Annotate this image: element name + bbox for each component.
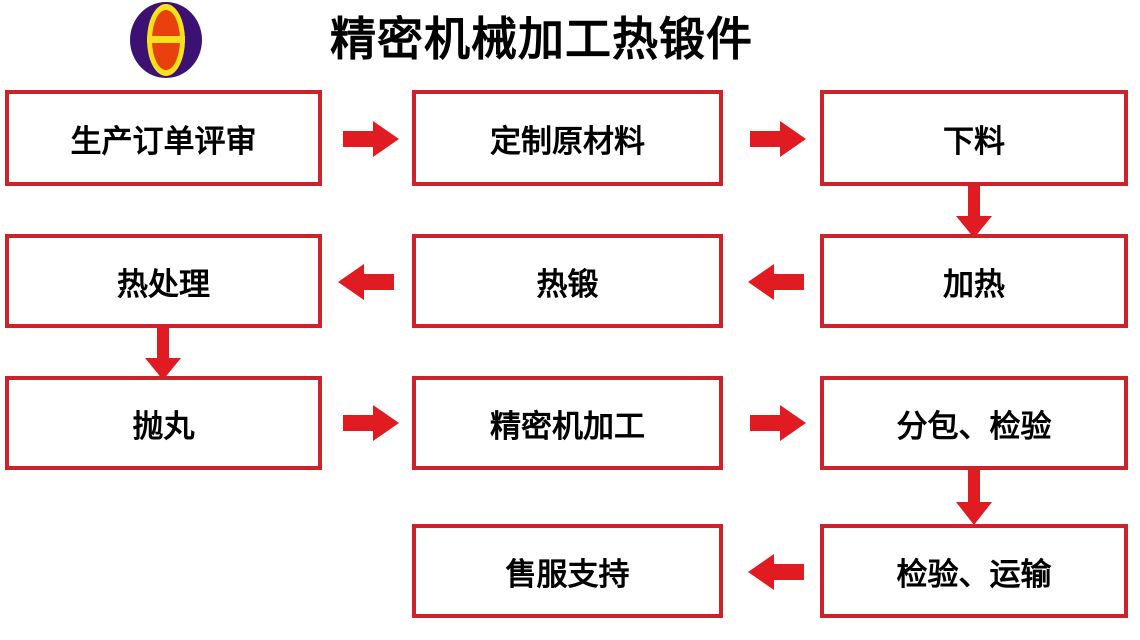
flow-node-shot-blasting[interactable]: 抛丸	[5, 376, 322, 470]
flow-node-heat-treatment[interactable]: 热处理	[5, 234, 322, 328]
theta-oval-logo-icon	[130, 2, 202, 78]
flow-node-heating[interactable]: 加热	[820, 234, 1128, 328]
arrow-down-subpackaging-to-transport	[955, 470, 993, 525]
flow-node-inspection-transport[interactable]: 检验、运输	[820, 524, 1128, 618]
arrow-down-heat-treatment-to-shot-blasting	[144, 328, 182, 380]
flow-node-after-sales-support[interactable]: 售服支持	[412, 524, 723, 618]
flow-node-subpackaging-inspection[interactable]: 分包、检验	[820, 376, 1128, 470]
arrow-right-machining-to-subpackaging	[750, 403, 806, 443]
arrow-right-order-to-material	[343, 119, 399, 159]
flow-node-cutting[interactable]: 下料	[820, 90, 1128, 186]
arrow-right-shot-blasting-to-machining	[343, 403, 399, 443]
flow-node-custom-raw-material[interactable]: 定制原材料	[412, 90, 723, 186]
flow-node-precision-machining[interactable]: 精密机加工	[412, 376, 723, 470]
arrow-left-forging-to-heat-treatment	[338, 262, 394, 302]
flow-node-hot-forging[interactable]: 热锻	[412, 234, 723, 328]
arrow-left-heating-to-forging	[748, 262, 804, 302]
flow-node-production-order-review[interactable]: 生产订单评审	[5, 90, 322, 186]
arrow-down-cutting-to-heating	[955, 186, 993, 238]
arrow-left-transport-to-after-sales	[748, 552, 804, 592]
arrow-right-material-to-cutting	[750, 119, 806, 159]
page-title: 精密机械加工热锻件	[330, 13, 753, 65]
logo-cross-bar	[147, 36, 185, 43]
